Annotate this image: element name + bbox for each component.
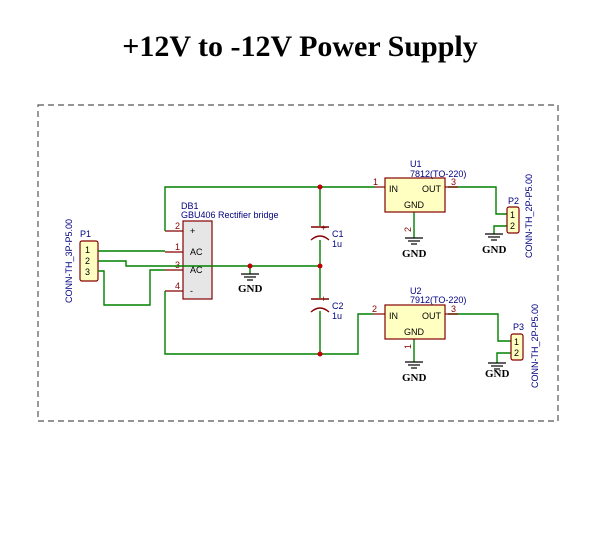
db1-pinnum-3: 3 [175, 260, 180, 270]
u1-pinnum-in: 1 [373, 177, 378, 187]
capacitor-c1[interactable]: + C1 1u [310, 223, 344, 249]
p1-pin3: 3 [85, 267, 90, 277]
p1-pin1: 1 [85, 245, 90, 255]
u2-pinnum-out: 3 [451, 304, 456, 314]
u1-pin-in: IN [389, 184, 398, 194]
c1-ref: C1 [332, 229, 344, 239]
p3-ref: P3 [513, 322, 524, 332]
u2-pin-out: OUT [422, 311, 442, 321]
svg-text:+: + [321, 223, 326, 233]
ground-symbol-db: GND [238, 273, 263, 295]
p3-value: CONN-TH_2P-P5.00 [530, 304, 540, 388]
u1-pin-out: OUT [422, 184, 442, 194]
gnd-label-u2: GND [402, 372, 427, 384]
gnd-label-u1: GND [402, 248, 427, 260]
p1-pin2: 2 [85, 256, 90, 266]
u1-pin-gnd: GND [404, 200, 425, 210]
rectifier-db1[interactable]: DB1 GBU406 Rectifier bridge 2 1 3 4 + AC… [165, 201, 279, 300]
regulator-u2[interactable]: U2 7912(TO-220) IN OUT GND 2 3 1 [372, 286, 466, 349]
p2-pin2: 2 [510, 221, 515, 231]
connector-p2[interactable]: P2 CONN-TH_2P-P5.00 1 2 [506, 174, 534, 258]
db1-pinname-plus: + [190, 226, 195, 236]
u1-ref: U1 [410, 159, 422, 169]
junctions [247, 184, 323, 357]
connector-p1[interactable]: P1 CONN-TH_3P-P5.00 1 2 3 [64, 219, 99, 303]
wires [98, 186, 511, 363]
capacitor-c2[interactable]: + C2 1u [310, 294, 344, 321]
u2-ref: U2 [410, 286, 422, 296]
connector-p3[interactable]: P3 CONN-TH_2P-P5.00 1 2 [510, 304, 540, 388]
u2-pinnum-in: 2 [372, 304, 377, 314]
ground-symbol-p2: GND [482, 233, 507, 256]
p1-value: CONN-TH_3P-P5.00 [64, 219, 74, 303]
u2-pin-gnd: GND [404, 327, 425, 337]
u1-value: 7812(TO-220) [410, 169, 466, 179]
p2-ref: P2 [508, 196, 519, 206]
p3-pin2: 2 [514, 348, 519, 358]
c1-value: 1u [332, 239, 342, 249]
p3-pin1: 1 [514, 337, 519, 347]
db1-pinname-ac2: AC [190, 265, 203, 275]
regulator-u1[interactable]: U1 7812(TO-220) IN OUT GND 1 3 2 [373, 159, 466, 232]
svg-text:+: + [321, 294, 326, 304]
u2-pin-in: IN [389, 311, 398, 321]
u2-value: 7912(TO-220) [410, 295, 466, 305]
u1-pinnum-gnd: 2 [403, 227, 413, 232]
sheet-frame [37, 104, 559, 422]
p1-ref: P1 [80, 229, 91, 239]
page-title: +12V to -12V Power Supply [122, 30, 478, 63]
ground-symbol-u1: GND [402, 237, 427, 260]
c2-value: 1u [332, 311, 342, 321]
u1-pinnum-out: 3 [451, 177, 456, 187]
ground-symbol-u2: GND [402, 361, 427, 384]
u2-pinnum-gnd: 1 [403, 344, 413, 349]
db1-pinnum-2: 2 [175, 221, 180, 231]
db1-pinnum-4: 4 [175, 281, 180, 291]
gnd-label-p3: GND [485, 368, 510, 380]
db1-pinnum-1: 1 [175, 242, 180, 252]
db1-value: GBU406 Rectifier bridge [181, 210, 279, 220]
ground-symbol-p3: GND [485, 362, 510, 380]
db1-ref: DB1 [181, 201, 199, 211]
db1-pinname-ac1: AC [190, 247, 203, 257]
p2-value: CONN-TH_2P-P5.00 [524, 174, 534, 258]
p2-pin1: 1 [510, 210, 515, 220]
gnd-label-p2: GND [482, 244, 507, 256]
db1-pinname-minus: - [190, 286, 193, 296]
gnd-label-db: GND [238, 283, 263, 295]
c2-ref: C2 [332, 301, 344, 311]
